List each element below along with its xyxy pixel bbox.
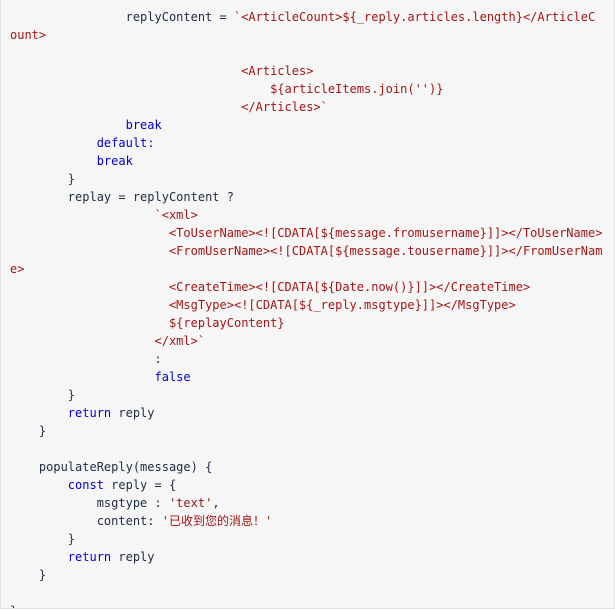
code-text [10,154,97,168]
code-text [10,370,155,384]
code-text [10,406,68,420]
code-keyword: const [67,478,104,492]
code-line: } [10,386,602,404]
code-line: const reply = { [10,476,602,494]
code-line: replay = replyContent ? [10,188,602,206]
code-text: : [147,136,155,150]
code-text: content: [10,514,162,528]
code-text: } [10,604,17,608]
code-text: populateReply(message) { [10,460,213,474]
code-line: replyContent = `<ArticleCount>${_reply.a… [10,8,602,26]
code-line: <CreateTime><![CDATA[${Date.now()}]]></C… [10,278,602,296]
code-string: ${articleItems.join('')} [10,82,444,96]
code-string: <Articles> [10,64,314,78]
code-line: ount> [10,26,602,44]
code-string: `<ArticleCount>${_reply.articles.length}… [233,10,596,24]
code-line: </xml>` [10,332,602,350]
code-string: <CreateTime><![CDATA[${Date.now()}]]></C… [10,280,531,294]
code-line: break [10,116,602,134]
code-string: '已收到您的消息！' [161,514,273,528]
code-line: return reply [10,548,602,566]
code-line [10,44,602,62]
code-string: <ToUserName><![CDATA[${message.fromusern… [10,226,603,240]
code-string: ${replayContent} [10,316,285,330]
code-text: , [212,496,220,510]
code-string: <FromUserName><![CDATA[${message.tousern… [10,244,603,258]
code-text [10,136,97,150]
code-content: replyContent = `<ArticleCount>${_reply.a… [10,8,602,608]
code-keyword: false [154,370,191,384]
code-text: reply [111,550,155,564]
code-line: } [10,170,602,188]
code-string: </Articles>` [10,100,328,114]
code-text [10,550,68,564]
code-text: : [10,352,162,366]
code-text: } [10,172,76,186]
code-line: e> [10,260,602,278]
code-line: populateReply(message) { [10,458,602,476]
code-line: `<xml> [10,206,602,224]
code-line: } [10,566,602,584]
code-line: } [10,530,602,548]
code-line: </Articles>` [10,98,602,116]
code-keyword: return [67,406,112,420]
code-text: } [10,568,47,582]
code-string: e> [10,262,25,276]
code-text: msgtype : [10,496,169,510]
code-line: <ToUserName><![CDATA[${message.fromusern… [10,224,602,242]
code-line: } [10,602,602,608]
code-text: reply [111,406,155,420]
code-line: return reply [10,404,602,422]
code-line: } [10,422,602,440]
code-line: content: '已收到您的消息！' [10,512,602,530]
code-string: </xml>` [10,334,206,348]
code-string: 'text' [168,496,213,510]
code-text: replay = replyContent ? [10,190,234,204]
code-keyword: break [125,118,162,132]
code-line: ${articleItems.join('')} [10,80,602,98]
code-line: default: [10,134,602,152]
code-text: } [10,532,76,546]
code-string: <MsgType><![CDATA[${_reply.msgtype}]]></… [10,298,516,312]
code-line: msgtype : 'text', [10,494,602,512]
code-line: <FromUserName><![CDATA[${message.tousern… [10,242,602,260]
code-line: : [10,350,602,368]
code-line: <MsgType><![CDATA[${_reply.msgtype}]]></… [10,296,602,314]
code-keyword: break [96,154,133,168]
code-text: } [10,388,76,402]
code-line [10,584,602,602]
code-line: false [10,368,602,386]
code-line: <Articles> [10,62,602,80]
code-string: `<xml> [10,208,198,222]
code-text [10,118,126,132]
code-keyword: return [67,550,112,564]
code-line [10,440,602,458]
code-text [10,478,68,492]
code-text: replyContent = [10,10,234,24]
code-keyword: default [96,136,148,150]
code-text: reply = { [103,478,177,492]
code-line: ${replayContent} [10,314,602,332]
code-line: break [10,152,602,170]
code-text: } [10,424,47,438]
code-string: ount> [10,28,47,42]
